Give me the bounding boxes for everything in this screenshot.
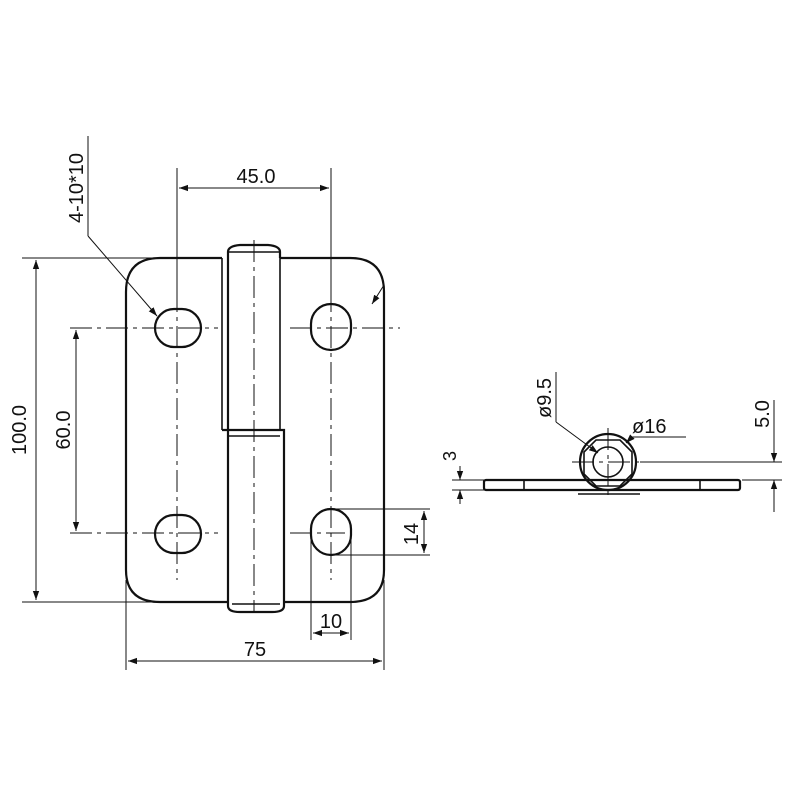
mounting-slot-bottom-left <box>153 513 203 555</box>
front-view <box>70 240 400 614</box>
left-leaf-outline <box>124 256 228 604</box>
dim-text-hole-pitch-h: 45.0 <box>237 166 276 188</box>
label-knuckle-dia: ø16 <box>632 416 666 438</box>
dim-text-leaf-thickness: 3 <box>440 451 460 461</box>
side-leaf-plate <box>482 478 742 492</box>
dim-text-offset: 5.0 <box>752 400 774 428</box>
front-view-dimensions: 45.0 100.0 60.0 4-10*10 14 10 75 <box>9 136 430 670</box>
right-leaf-outline <box>280 256 386 604</box>
leader-hole-spec-arrow <box>87 235 158 317</box>
lower-knuckle <box>226 430 286 614</box>
dim-text-slot-height: 14 <box>401 523 423 545</box>
side-knuckle-octagon <box>583 439 633 487</box>
leader-pin-dia-arrow <box>555 421 599 454</box>
knuckle-separation <box>222 428 286 602</box>
dim-text-slot-width: 10 <box>320 611 342 633</box>
label-pin-dia: ø9.5 <box>534 378 556 418</box>
dim-text-hole-pitch-v: 60.0 <box>53 411 75 450</box>
label-hole-spec: 4-10*10 <box>66 153 88 223</box>
corner-radius-arrow <box>371 284 385 305</box>
dim-text-overall-width: 75 <box>244 639 266 661</box>
side-view: ø9.5 ø16 3 5.0 <box>440 372 782 512</box>
dim-text-overall-height: 100.0 <box>9 405 31 455</box>
leader-knuckle-dia-arrow <box>625 434 635 444</box>
